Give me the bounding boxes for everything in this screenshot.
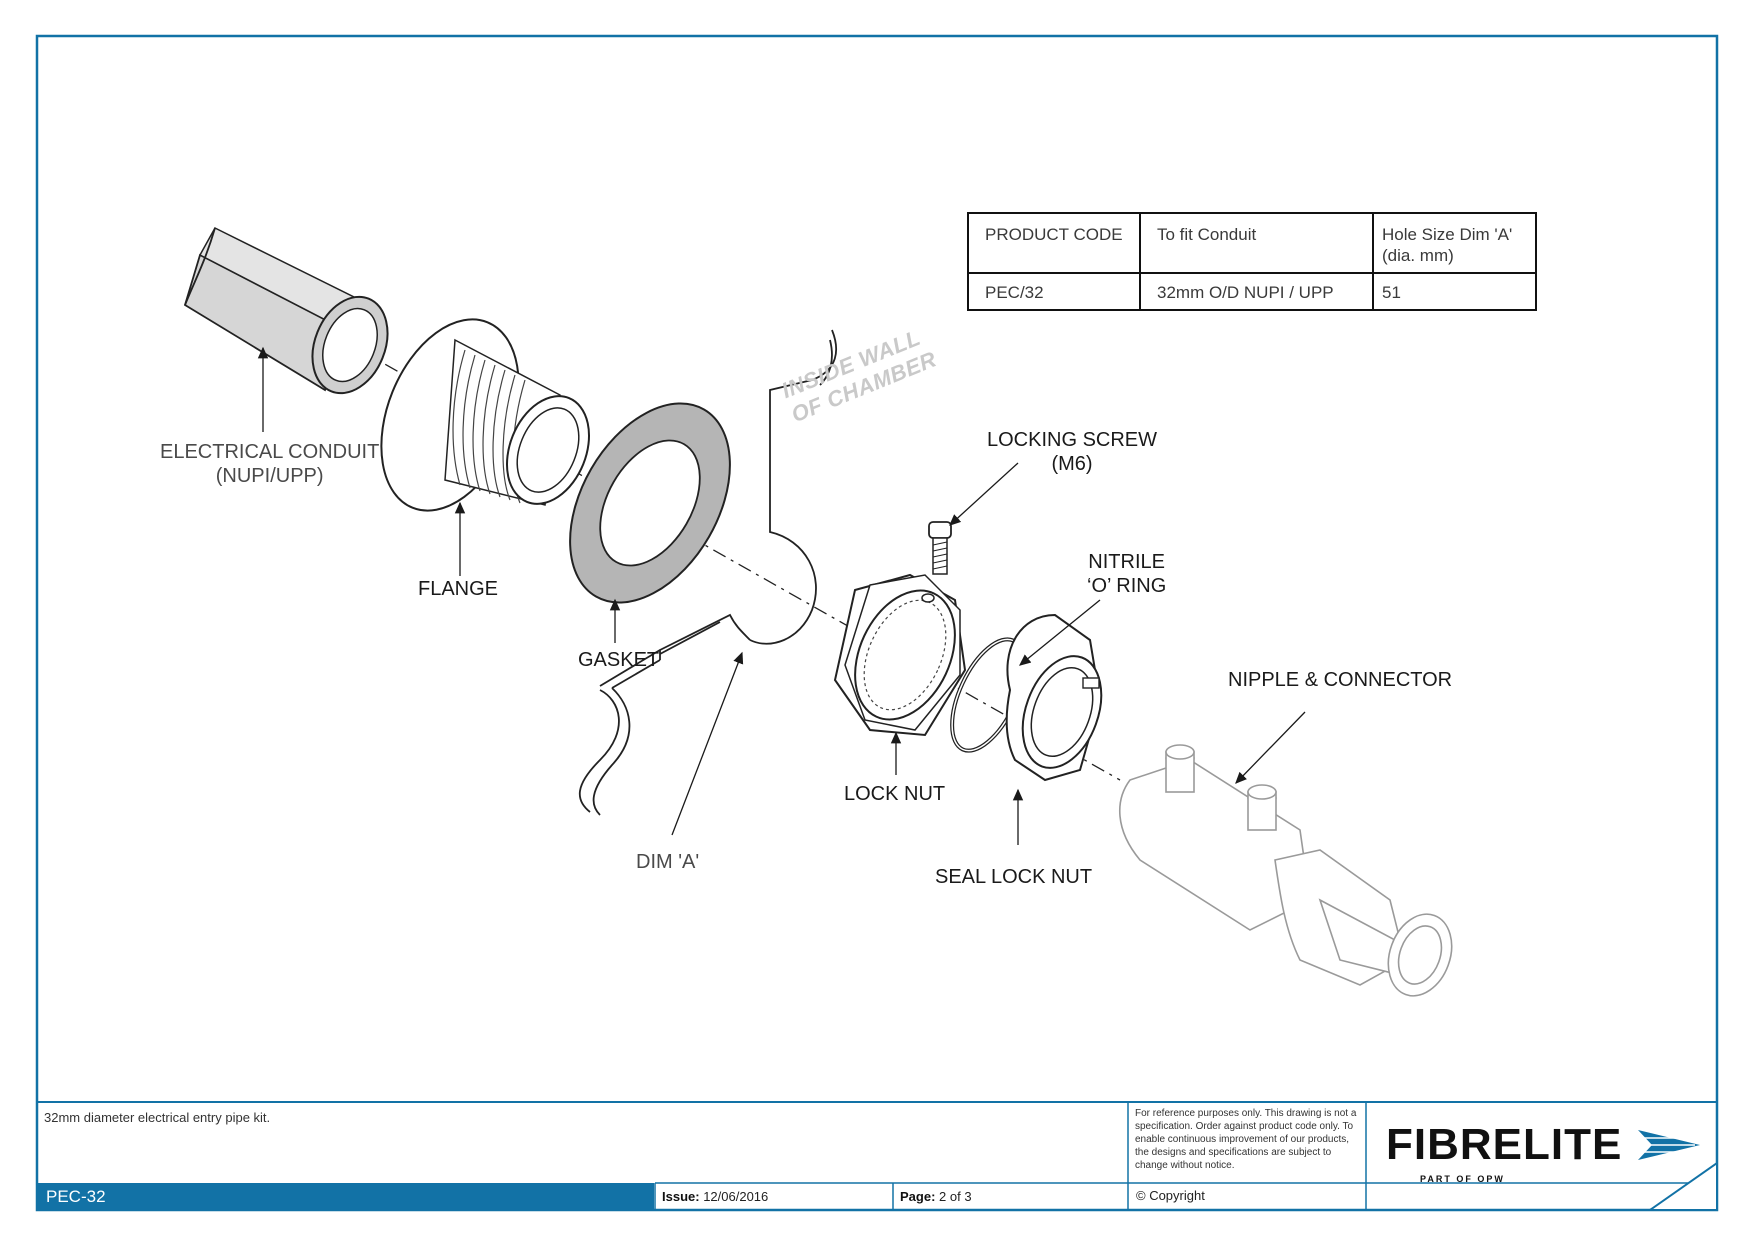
spec-header-hole-size: Hole Size Dim 'A' (dia. mm) bbox=[1372, 212, 1537, 274]
electrical-conduit-part bbox=[183, 227, 389, 395]
spec-table-header-row: PRODUCT CODE To fit Conduit Hole Size Di… bbox=[967, 212, 1537, 274]
leader-lines bbox=[257, 346, 1306, 845]
drawing-description: 32mm diameter electrical entry pipe kit. bbox=[44, 1110, 271, 1125]
label-gasket: GASKET bbox=[578, 649, 660, 671]
chamber-wall bbox=[578, 329, 838, 816]
label-lock-nut: LOCK NUT bbox=[844, 783, 946, 805]
spec-table: PRODUCT CODE To fit Conduit Hole Size Di… bbox=[967, 212, 1537, 311]
spec-header-product-code: PRODUCT CODE bbox=[967, 212, 1141, 274]
disclaimer-note: For reference purposes only. This drawin… bbox=[1135, 1108, 1357, 1171]
spec-table-row: PEC/32 32mm O/D NUPI / UPP 51 bbox=[967, 272, 1537, 311]
brand-name: FIBRELITE bbox=[1386, 1120, 1623, 1169]
drawing-code-bar: PEC-32 bbox=[38, 1183, 654, 1211]
locking-screw-part bbox=[928, 521, 952, 575]
label-dim-a: DIM 'A' bbox=[636, 851, 700, 873]
brand-subtitle: PART OF OPW bbox=[1420, 1174, 1505, 1184]
sheet-frame bbox=[35, 34, 1719, 1212]
gasket-part bbox=[569, 402, 731, 604]
copyright-field: © Copyright bbox=[1136, 1188, 1205, 1203]
lock-nut-part bbox=[833, 573, 967, 737]
spec-header-to-fit-conduit: To fit Conduit bbox=[1139, 212, 1374, 274]
label-nipple-connector: NIPPLE & CONNECTOR bbox=[1228, 669, 1453, 691]
label-locking-screw: LOCKING SCREW (M6) bbox=[987, 429, 1158, 475]
corner-cut bbox=[1646, 1161, 1718, 1211]
flange-part bbox=[380, 318, 591, 512]
spec-cell-product-code: PEC/32 bbox=[967, 272, 1141, 311]
label-flange: FLANGE bbox=[418, 578, 499, 600]
nipple-connector-part bbox=[1119, 744, 1453, 997]
spec-cell-conduit: 32mm O/D NUPI / UPP bbox=[1139, 272, 1374, 311]
brand-logo-mark bbox=[1638, 1130, 1700, 1160]
page-field: Page: 2 of 3 bbox=[900, 1189, 972, 1204]
label-electrical-conduit: ELECTRICAL CONDUIT (NUPI/UPP) bbox=[160, 441, 380, 487]
spec-cell-hole-size: 51 bbox=[1372, 272, 1537, 311]
drawing-code: PEC-32 bbox=[46, 1187, 106, 1206]
seal-lock-nut-part bbox=[1005, 613, 1103, 782]
label-nitrile-o-ring: NITRILE ‘O’ RING bbox=[1087, 551, 1167, 597]
issue-field: Issue: 12/06/2016 bbox=[662, 1189, 769, 1204]
label-seal-lock-nut: SEAL LOCK NUT bbox=[935, 866, 1093, 888]
